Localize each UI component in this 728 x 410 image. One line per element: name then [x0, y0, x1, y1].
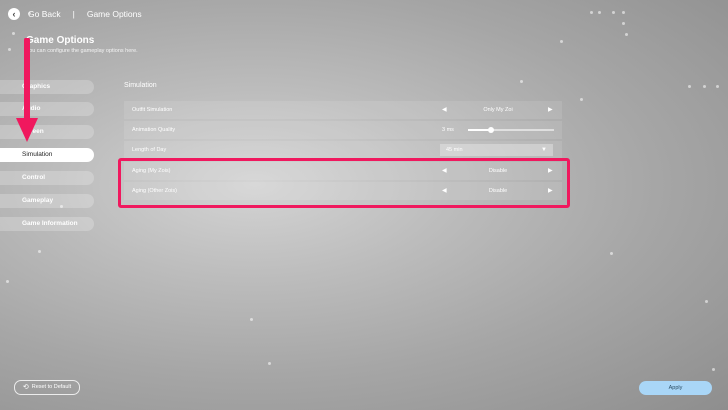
page-title: Game Options	[26, 35, 95, 46]
breadcrumb-separator: |	[72, 9, 75, 19]
sidebar-item-control[interactable]: Control	[0, 171, 94, 185]
setting-value: Disable	[488, 188, 508, 194]
breadcrumb-title: Game Options	[86, 9, 142, 19]
arrow-left-icon[interactable]: ◀	[442, 188, 447, 194]
highlight-box	[118, 158, 570, 208]
reset-icon: ⟲	[22, 384, 29, 391]
setting-label: Length of Day	[132, 147, 167, 153]
sidebar-item-simulation[interactable]: Simulation	[0, 148, 94, 162]
arrow-left-icon[interactable]: ◀	[442, 107, 447, 113]
sidebar-item-audio[interactable]: Audio	[0, 102, 94, 116]
reset-label: Reset to Default	[31, 384, 72, 390]
setting-label: Aging (My Zois)	[132, 168, 171, 174]
setting-value: Only My Zoi	[483, 107, 513, 113]
setting-label: Outfit Simulation	[132, 107, 173, 113]
arrow-right-icon[interactable]: ▶	[548, 107, 553, 113]
slider-handle[interactable]	[488, 127, 495, 133]
slider-fill	[468, 129, 492, 131]
arrow-left-icon[interactable]: ◀	[442, 168, 447, 174]
dropdown-value: 45 min	[446, 147, 463, 153]
sidebar-item-gameplay[interactable]: Gameplay	[0, 194, 94, 208]
page-subtitle: You can configure the gameplay options h…	[26, 48, 138, 54]
slider-value: 3 ms	[442, 127, 454, 133]
setting-label: Animation Quality	[132, 127, 176, 133]
setting-row-length-of-day: Length of Day 45 min ▼	[124, 141, 562, 159]
back-button[interactable]: ‹	[8, 8, 20, 20]
arrow-right-icon[interactable]: ▶	[548, 168, 553, 174]
annotation-arrow-icon	[16, 38, 38, 142]
setting-row-outfit-simulation: Outfit Simulation ◀ Only My Zoi ▶	[124, 101, 562, 119]
apply-button[interactable]: Apply	[639, 381, 712, 395]
section-title: Simulation	[124, 82, 157, 89]
setting-row-animation-quality: Animation Quality 3 ms	[124, 121, 562, 139]
back-label[interactable]: Go Back	[28, 9, 61, 19]
length-of-day-dropdown[interactable]: 45 min ▼	[440, 144, 553, 156]
chevron-left-icon: ‹	[12, 8, 16, 19]
setting-row-aging-other-zois: Aging (Other Zois) ◀ Disable ▶	[124, 182, 562, 200]
sidebar-item-game-information[interactable]: Game Information	[0, 217, 94, 231]
setting-row-aging-my-zois: Aging (My Zois) ◀ Disable ▶	[124, 162, 562, 180]
top-bar: ‹ Go Back | Game Options	[8, 6, 142, 22]
reset-to-default-button[interactable]: ⟲ Reset to Default	[14, 380, 80, 395]
setting-value: Disable	[488, 168, 508, 174]
arrow-right-icon[interactable]: ▶	[548, 188, 553, 194]
setting-label: Aging (Other Zois)	[132, 188, 177, 194]
sidebar-item-graphics[interactable]: Graphics	[0, 80, 94, 94]
chevron-down-icon: ▼	[541, 147, 547, 153]
animation-quality-slider[interactable]	[468, 127, 554, 133]
